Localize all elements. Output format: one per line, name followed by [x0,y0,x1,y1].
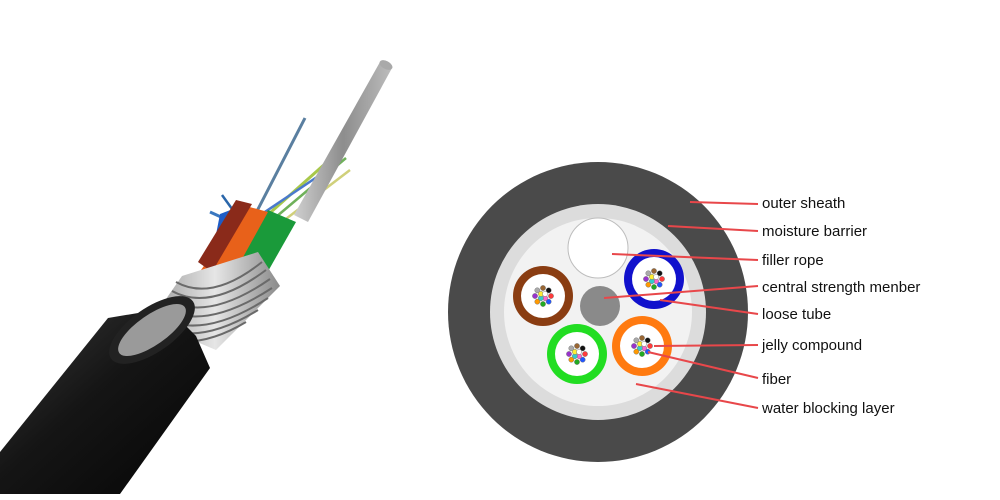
fiber-dot [656,270,663,277]
fiber-dot [633,337,640,344]
label-water-blocking-layer: water blocking layer [761,400,895,417]
label-fiber: fiber [762,371,791,388]
fiber-dot [656,281,663,288]
fiber-dot [647,343,653,349]
fiber-dot [643,276,649,282]
fiber-dot [548,293,554,299]
loose-tube-green [547,324,607,384]
fiber-dot [645,281,652,288]
component-labels: outer sheath moisture barrier filler rop… [761,195,920,417]
leader-jelly-compound [653,344,759,347]
fiber-dot [574,359,580,365]
fiber-dot [659,276,665,282]
fiber-dot [579,356,586,363]
fiber-dot [631,343,637,349]
leader-filler-rope [611,253,759,261]
fiber-dot [576,349,582,355]
leader-outer-sheath [689,201,759,205]
fiber-dot [651,284,657,290]
fiber-dot [534,287,541,294]
fiber-dot [545,298,552,305]
fiber-dot [633,348,640,355]
fiber-dot [545,287,552,294]
fiber-dot [644,337,651,344]
fiber-dot [639,351,645,357]
fiber-dot [582,351,588,357]
loose-tube-orange [612,316,672,376]
loose-tube-brown [513,266,573,326]
label-moisture-barrier: moisture barrier [762,223,867,240]
fiber-dot [653,274,659,280]
cross-section-diagram: outer sheath moisture barrier filler rop… [448,162,920,462]
fiber-dot [645,270,652,277]
fiber-dot [651,268,657,274]
fiber-dot [579,345,586,352]
leader-moisture-barrier [667,225,759,232]
label-loose-tube: loose tube [762,306,831,323]
filler-rope [567,217,629,279]
leader-loose-tube [659,299,759,315]
fiber-dot [639,335,645,341]
fiber-dot [574,343,580,349]
fiber-dot [542,291,548,297]
leader-central-strength-member [603,285,759,299]
fiber-dot [540,285,546,291]
leader-water-blocking-layer [635,383,759,409]
leader-lines [603,201,759,409]
label-central-strength-member: central strength menber [762,279,920,296]
fiber-dot [641,341,647,347]
fiber-dot [532,293,538,299]
fiber-dot [534,298,541,305]
fiber-dot [566,351,572,357]
fiber-dot [540,301,546,307]
label-jelly-compound: jelly compound [761,337,862,354]
label-outer-sheath: outer sheath [762,195,845,212]
fiber-dot [568,356,575,363]
central-strength-member [580,286,620,326]
loose-tube-blue [624,249,684,309]
central-rod [294,60,393,222]
fiber-dot [568,345,575,352]
label-filler-rope: filler rope [762,252,824,269]
leader-fiber [647,351,759,379]
cable-photo [0,60,393,494]
outer-jacket [0,296,210,494]
